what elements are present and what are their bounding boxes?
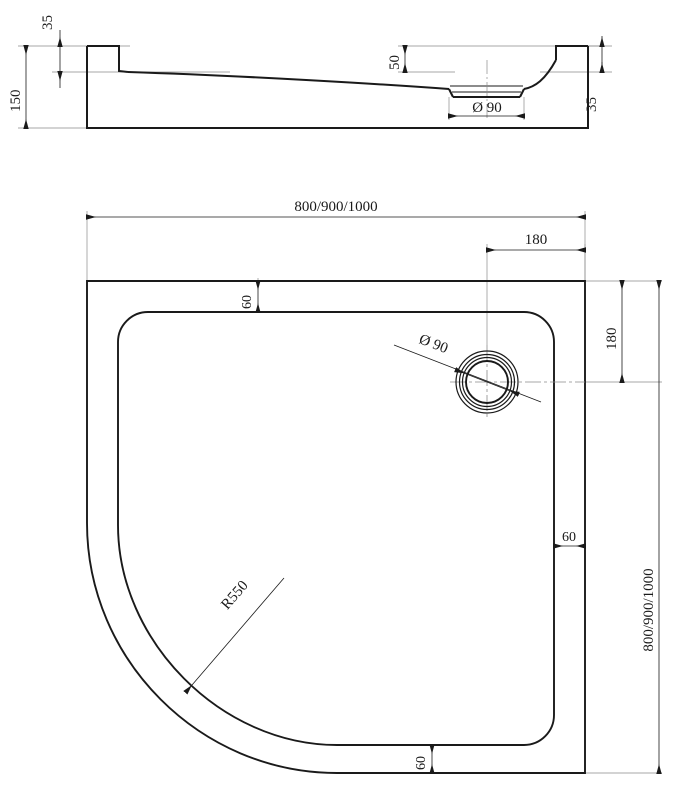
dim-label-plan-drain: Ø 90 <box>417 331 450 357</box>
dim-label-drain-offset-y: 180 <box>604 328 620 351</box>
dim-section-lip-left: 35 <box>40 15 63 88</box>
dim-label-corner-radius: R550 <box>218 578 251 613</box>
dim-label-drain-offset-x: 180 <box>525 232 548 248</box>
dim-label-rim-top: 60 <box>240 295 255 309</box>
dim-section-overall-height: 150 <box>8 45 29 129</box>
dim-label-plan-depth: 800/900/1000 <box>641 568 657 651</box>
dim-plan-rim-top: 60 <box>240 280 261 313</box>
dim-plan-width: 800/900/1000 <box>86 199 586 220</box>
drain-circle-mid-outer <box>458 353 516 411</box>
drain-circle-outer <box>455 350 519 414</box>
cross-section-group: 35 150 <box>8 15 612 129</box>
dim-plan-depth: 800/900/1000 <box>641 280 662 774</box>
dim-label-plan-width: 800/900/1000 <box>294 199 377 215</box>
dim-section-lip-right: 35 <box>584 36 605 112</box>
plan-view-group: 800/900/1000 180 60 180 800/900/1000 <box>86 199 662 774</box>
dim-plan-drain-offset-x: 180 <box>486 232 586 253</box>
dim-section-drain-diameter: Ø 90 <box>448 100 525 119</box>
dim-label-lip-left: 35 <box>40 15 56 30</box>
plan-inner-outline <box>117 311 555 746</box>
dim-plan-rim-right: 60 <box>553 530 586 549</box>
plan-drain-circles <box>455 350 519 414</box>
plan-outer-outline <box>86 280 586 774</box>
dim-label-section-drain: Ø 90 <box>472 100 502 116</box>
section-profile-outline <box>86 45 589 129</box>
dim-plan-corner-radius: R550 <box>183 577 285 695</box>
drain-circle-mid-inner <box>461 356 513 408</box>
dim-label-rim-right: 60 <box>562 530 576 545</box>
dim-label-rim-bottom: 60 <box>414 756 429 770</box>
dim-label-overall-height: 150 <box>8 90 24 113</box>
dim-plan-rim-bottom: 60 <box>414 744 435 774</box>
dim-label-waste-depth: 50 <box>387 55 403 70</box>
section-drain-collar <box>450 85 523 93</box>
plan-extension-lines <box>86 211 662 774</box>
drain-circle-inner <box>465 360 509 404</box>
dim-section-waste-depth: 50 <box>387 45 408 73</box>
dim-plan-drain-offset-y: 180 <box>604 280 625 383</box>
dim-label-lip-right: 35 <box>584 97 600 112</box>
